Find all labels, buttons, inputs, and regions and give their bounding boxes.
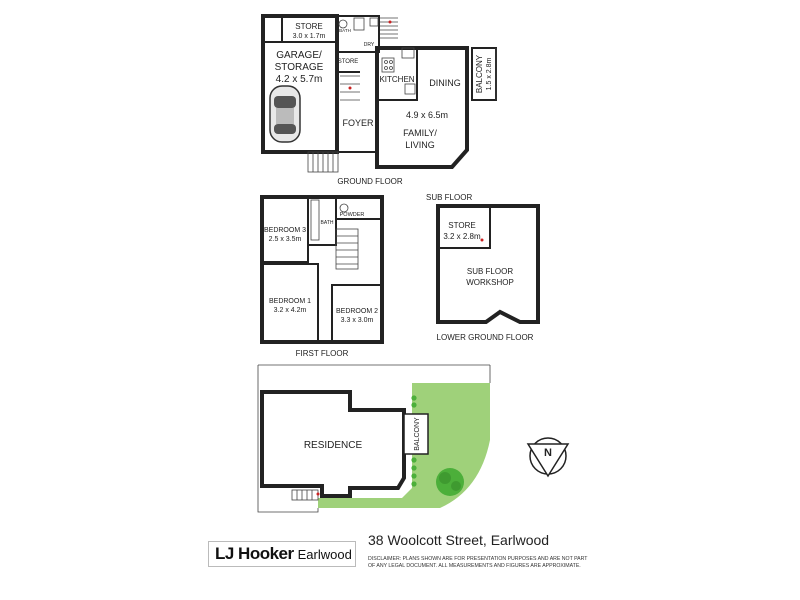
bedroom1-walls [261,263,319,343]
bedroom2-walls [331,284,383,343]
first-floor-caption: FIRST FLOOR [296,349,349,358]
bath-small-label: BATH [339,28,351,33]
site-plan: RESIDENCE BALCONY N [257,364,570,513]
dry-label: DRY [364,42,375,48]
logo-office: Earlwood [297,546,352,562]
stair-arrows [316,20,484,496]
logo-brand: LJ Hooker [215,544,294,563]
powder-label: POWDER [340,212,365,218]
first-stair [335,228,359,270]
bath-label: BATH [321,220,334,226]
workshop-label-2: WORKSHOP [466,278,514,287]
bedroom1-label: BEDROOM 1 [269,298,311,305]
dining-label: DINING [429,78,461,88]
foyer-label: FOYER [342,118,374,128]
sub-floor-title: SUB FLOOR [426,193,472,202]
workshop-label-1: SUB FLOOR [467,267,513,276]
bedroom1-size: 3.2 x 4.2m [274,307,307,314]
bedroom2-size: 3.3 x 3.0m [341,317,374,324]
foyer-walls [336,51,378,153]
site-steps [291,489,319,501]
powder-walls [335,196,383,220]
sub-store-size: 3.2 x 2.8m [443,232,481,241]
entry-steps [307,151,339,173]
family-label-2: LIVING [405,140,435,150]
garage-size: 4.2 x 5.7m [276,74,323,85]
store-top-size: 3.0 x 1.7m [293,33,326,40]
residence-footprint [260,390,406,498]
car-icon [269,85,301,143]
site-balcony-label: BALCONY [414,417,421,451]
balcony-size: 1.5 x 2.8m [486,57,493,90]
north-compass-icon: N [526,437,570,478]
bedroom3-size: 2.5 x 3.5m [269,236,302,243]
property-address: 38 Woolcott Street, Earlwood [368,532,550,548]
kitchen-walls [376,47,418,101]
store-top-label: STORE [295,22,322,31]
garage-label-1: GARAGE/ [276,50,322,61]
sub-floor-walls [436,204,540,324]
tree-icon [436,468,464,496]
lower-ground-caption: LOWER GROUND FLOOR [437,333,534,342]
site-balcony [403,413,429,455]
bedroom2-label: BEDROOM 2 [336,308,378,315]
disclaimer-text: DISCLAIMER: PLANS SHOWN ARE FOR PRESENTA… [368,556,588,569]
kitchen-label: KITCHEN [379,75,414,84]
family-label-1: FAMILY/ [403,128,437,138]
garage-label-2: STORAGE [275,62,324,73]
sub-store-label: STORE [448,221,475,230]
ground-floor-plan: STORE 3.0 x 1.7m GARAGE/ STORAGE 4.2 x 5… [261,14,497,186]
living-walls [375,46,469,169]
store-small-label: STORE [338,59,359,65]
bath-walls [307,196,337,246]
ground-floor-caption: GROUND FLOOR [337,177,403,186]
compass-north-label: N [544,447,552,459]
bedroom3-label: BEDROOM 3 [264,227,306,234]
first-floor-plan: BEDROOM 3 2.5 x 3.5m BATH POWDER BEDROOM… [260,195,384,358]
residence-label: RESIDENCE [304,440,363,451]
balcony-label: BALCONY [475,54,484,93]
agency-logo: LJ Hooker Earlwood [208,541,356,567]
family-size: 4.9 x 6.5m [406,110,448,120]
sub-floor-plan: SUB FLOOR STORE 3.2 x 2.8m SUB FLOOR WOR… [426,193,540,342]
hedge-shrubs [411,395,417,487]
